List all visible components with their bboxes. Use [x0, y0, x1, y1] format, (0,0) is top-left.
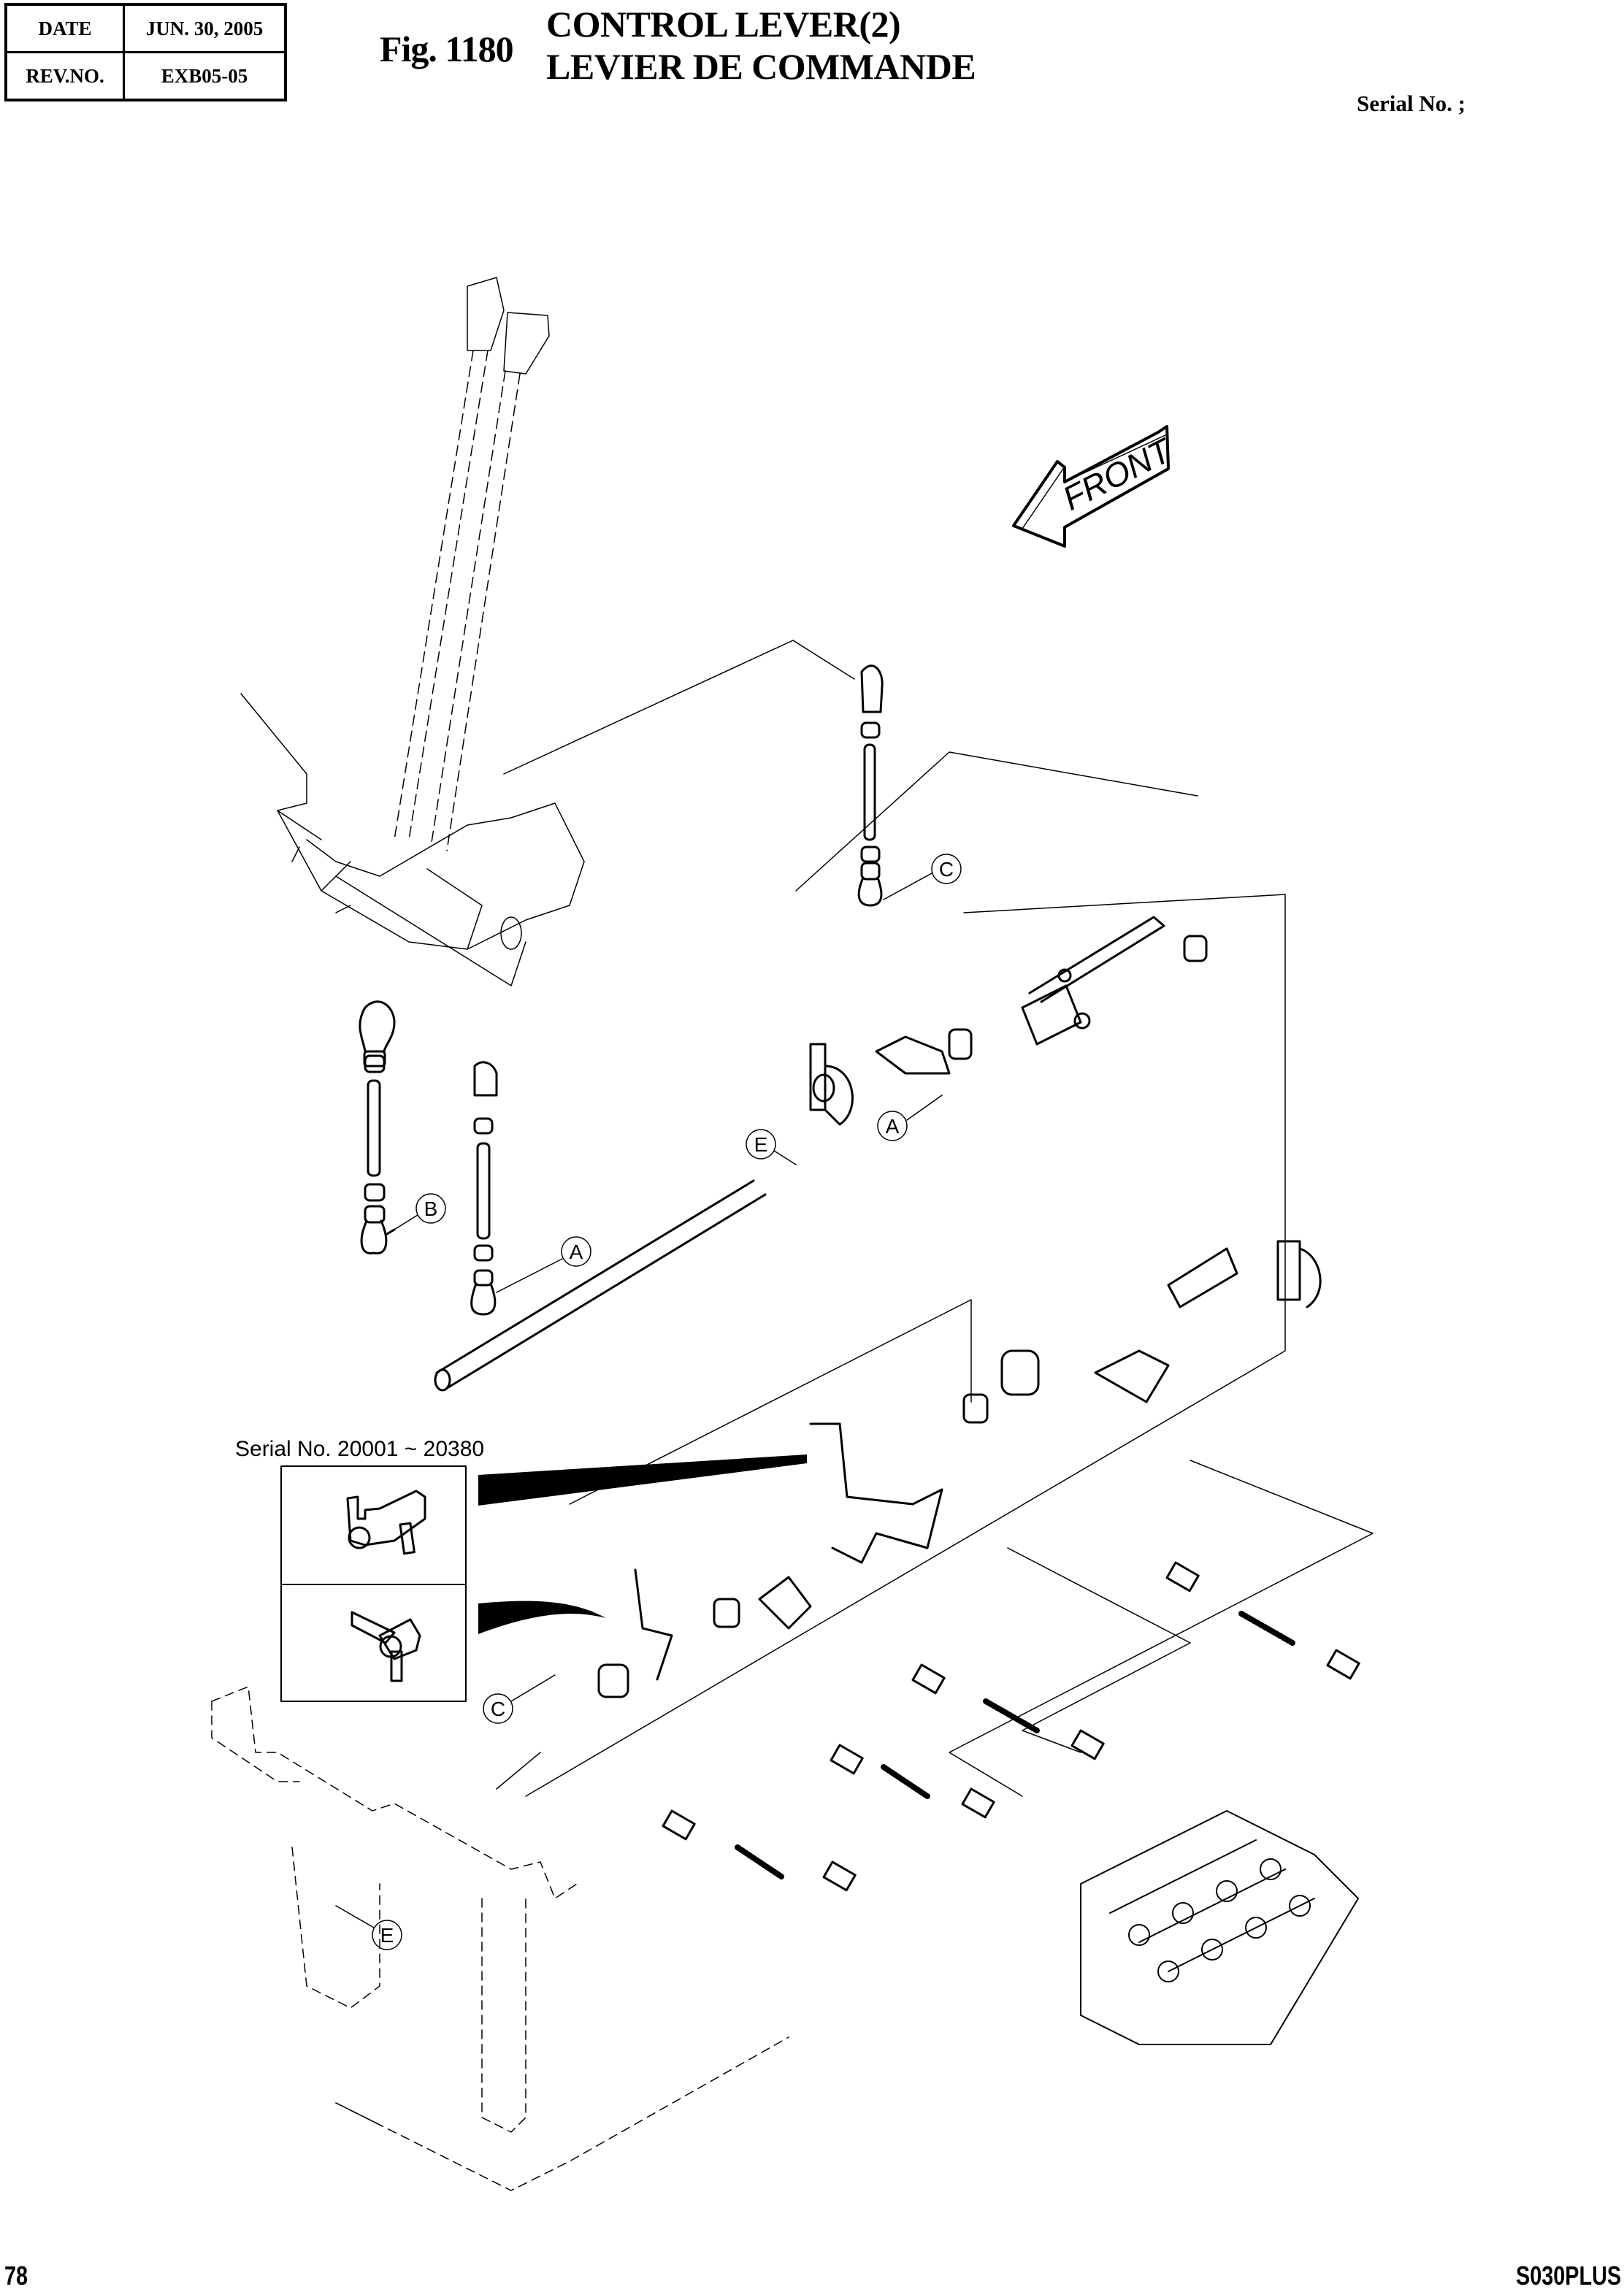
- title-french: LEVIER DE COMMANDE: [546, 46, 976, 87]
- callout-letter: C: [491, 1698, 505, 1720]
- figure-number: Fig. 1180: [380, 28, 514, 69]
- callout-letter: C: [939, 858, 954, 881]
- cross-shaft: [434, 1179, 767, 1392]
- serial-range-inset: Serial No. 20001 ~ 20380: [235, 1437, 807, 1702]
- title-english: CONTROL LEVER(2): [546, 4, 901, 45]
- callout-a-upper: A: [877, 1095, 943, 1141]
- link-rod-upper: [857, 664, 884, 907]
- revision-table: DATE JUN. 30, 2005 REV.NO. EXB05-05: [4, 3, 287, 101]
- figure-title: CONTROL LEVER(2) LEVIER DE COMMANDE: [546, 3, 976, 88]
- callout-letter: A: [886, 1115, 900, 1138]
- inset-pointer-lower: [478, 1601, 606, 1634]
- link-rod-right: [470, 1061, 498, 1316]
- serial-number-label: Serial No. ;: [1357, 91, 1466, 116]
- base-frame: [211, 1686, 789, 2191]
- rev-label: REV.NO.: [4, 51, 125, 101]
- callouts: C A B A E C E: [335, 854, 962, 1950]
- front-direction-arrow: FRONT: [1012, 425, 1179, 548]
- upper-shaft-assembly: [809, 916, 1208, 1126]
- page-number: 78: [4, 2261, 28, 2291]
- callout-letter: A: [570, 1241, 583, 1263]
- callout-b: B: [394, 1193, 446, 1230]
- callout-letter: B: [424, 1197, 438, 1220]
- link-rod-left: [359, 1000, 396, 1254]
- callout-e-base: E: [335, 1905, 402, 1950]
- callout-e-shaft: E: [746, 1129, 797, 1165]
- inset-part-lower: [351, 1611, 421, 1682]
- callout-letter: E: [380, 1924, 394, 1947]
- date-value: JUN. 30, 2005: [123, 3, 287, 53]
- inset-pointer-upper: [478, 1454, 807, 1506]
- inset-serial-label: Serial No. 20001 ~ 20380: [235, 1437, 484, 1461]
- control-levers: [240, 277, 585, 986]
- clevis-linkages: [662, 1561, 1360, 1892]
- rev-value: EXB05-05: [123, 51, 287, 101]
- model-name: S030PLUS: [1515, 2261, 1621, 2291]
- inset-part-upper: [346, 1490, 426, 1555]
- lower-shaft-assembly: [597, 1240, 1322, 1698]
- callout-c-top: C: [883, 854, 962, 900]
- callout-letter: E: [754, 1133, 768, 1156]
- date-label: DATE: [4, 3, 125, 53]
- leader-lines: [335, 640, 1374, 2126]
- callout-a-lower: A: [496, 1236, 591, 1293]
- callout-c-lower: C: [483, 1674, 556, 1724]
- control-valve: [1080, 1810, 1359, 2045]
